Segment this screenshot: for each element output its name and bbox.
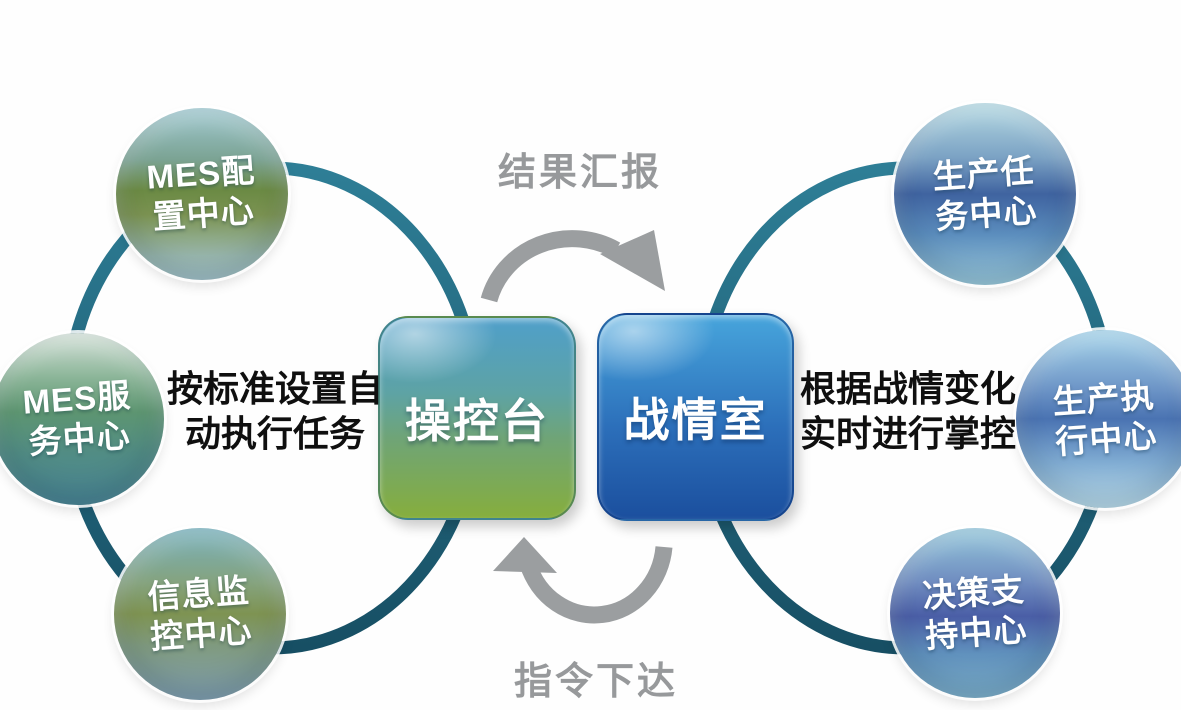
node-mes-config-center: MES配 置中心: [116, 108, 288, 280]
right-caption-line1: 根据战情变化: [799, 368, 1016, 409]
report-arrowhead: [600, 230, 665, 291]
right-caption: 根据战情变化 实时进行掌控: [792, 366, 1024, 456]
node-production-execution-center: 生产执 行中心: [1016, 330, 1181, 508]
node-production-execution-center-label: 生产执 行中心: [1051, 376, 1158, 463]
left-caption-line1: 按标准设置自: [166, 368, 383, 409]
node-label-line: 持中心: [924, 610, 1029, 655]
report-arrow-arc: [480, 230, 621, 303]
report-flow-label: 结果汇报: [497, 152, 662, 194]
report-flow-arrow-icon: [480, 230, 665, 303]
node-decision-support-center: 决策支 持中心: [890, 528, 1060, 698]
console-box: 操控台: [378, 316, 576, 520]
command-arrowhead: [493, 537, 557, 573]
node-mes-service-center-label: MES服 务中心: [21, 375, 135, 462]
left-caption: 按标准设置自 动执行任务: [160, 366, 390, 456]
command-flow-label: 指令下达: [513, 661, 678, 703]
node-decision-support-center-label: 决策支 持中心: [921, 570, 1028, 657]
node-production-task-center: 生产任 务中心: [894, 103, 1076, 285]
command-arrow-arc: [519, 546, 673, 624]
console-box-label: 操控台: [405, 395, 549, 447]
node-info-monitor-center: 信息监 控中心: [114, 528, 286, 700]
left-caption-line2: 动执行任务: [184, 413, 365, 454]
node-label-line: 务中心: [27, 416, 132, 461]
right-caption-line2: 实时进行掌控: [799, 413, 1016, 454]
node-label-line: 置中心: [151, 191, 256, 236]
node-label-line: 行中心: [1054, 416, 1159, 461]
node-label-line: 控中心: [149, 611, 254, 656]
war-room-box: 战情室: [597, 313, 794, 521]
command-flow-arrow-icon: [493, 537, 673, 624]
node-label-line: 务中心: [934, 191, 1039, 236]
node-mes-config-center-label: MES配 置中心: [145, 150, 259, 237]
war-room-box-label: 战情室: [623, 394, 768, 446]
node-production-task-center-label: 生产任 务中心: [931, 151, 1038, 238]
node-info-monitor-center-label: 信息监 控中心: [146, 571, 253, 658]
node-mes-service-center: MES服 务中心: [0, 333, 164, 505]
